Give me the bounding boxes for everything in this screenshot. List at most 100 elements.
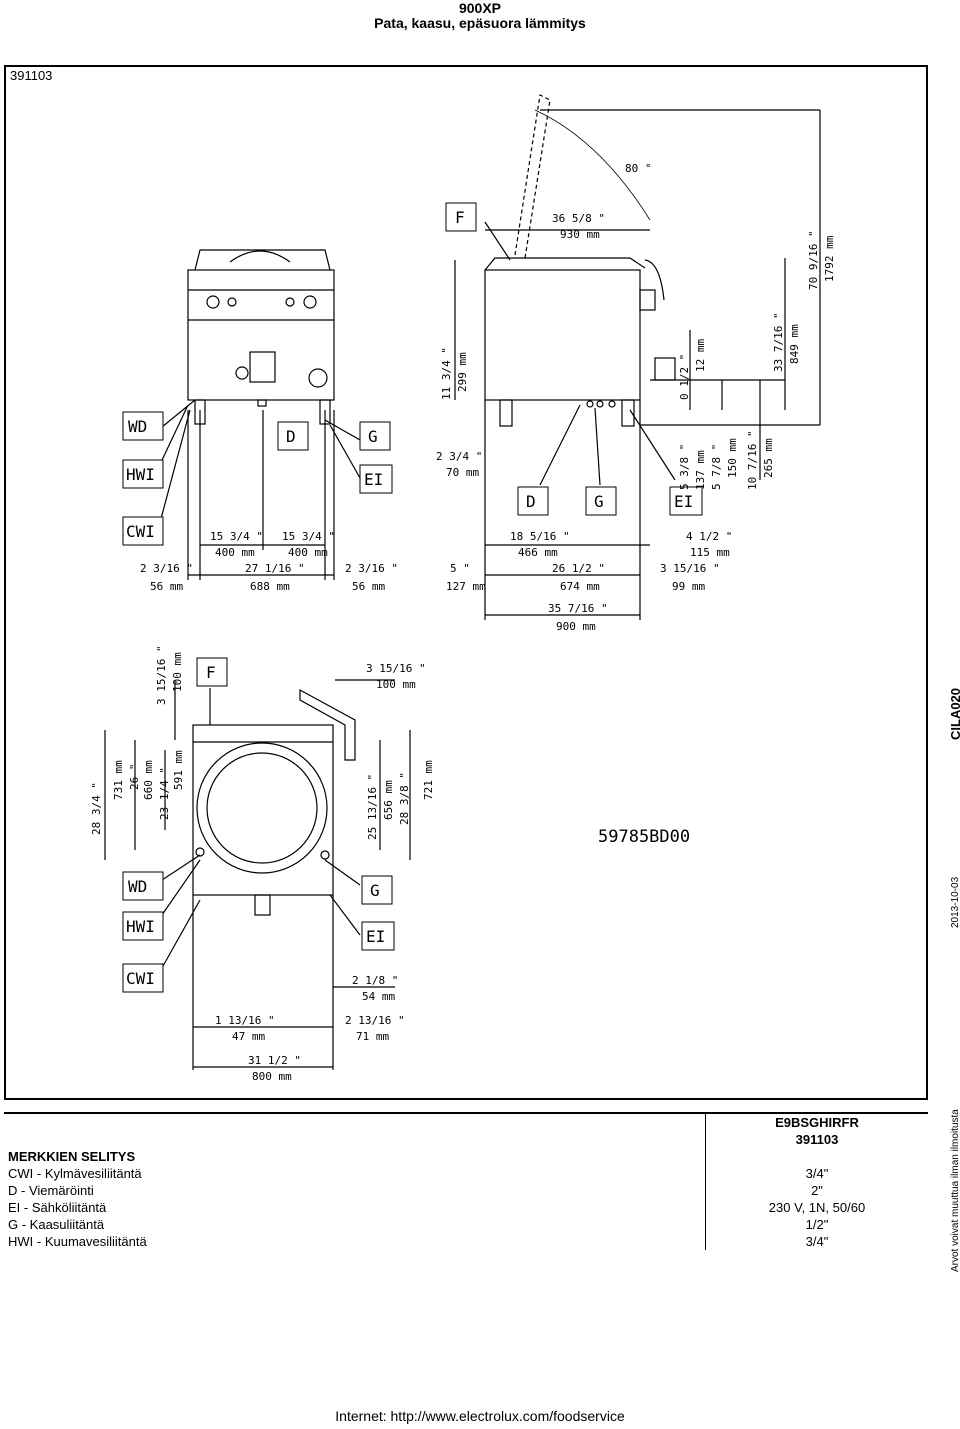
svg-text:56 mm: 56 mm [150,580,183,593]
label-ei-side: EI [674,492,693,511]
model-name: E9BSGHIRFR [705,1113,928,1131]
footer-url: Internet: http://www.electrolux.com/food… [335,1408,625,1424]
svg-text:4 1/2 ": 4 1/2 " [686,530,732,543]
svg-text:127 mm: 127 mm [446,580,486,593]
svg-text:150 mm: 150 mm [726,438,739,478]
svg-text:591 mm: 591 mm [172,750,185,790]
svg-text:18 5/16 ": 18 5/16 " [510,530,570,543]
label-hwi: HWI [126,465,155,484]
svg-text:2 3/16 ": 2 3/16 " [140,562,193,575]
svg-text:2 1/8 ": 2 1/8 " [352,974,398,987]
label-ei: EI [364,470,383,489]
label-hwi-top: HWI [126,917,155,936]
svg-text:2 3/16 ": 2 3/16 " [345,562,398,575]
label-d-side: D [526,492,536,511]
svg-text:80 °: 80 ° [625,162,652,175]
label-wd: WD [128,417,147,436]
svg-text:5 7/8 ": 5 7/8 " [710,444,723,490]
label-d: D [286,427,296,446]
side-body [484,269,641,401]
svg-text:400 mm: 400 mm [215,546,255,559]
svg-text:26 ": 26 " [128,764,141,791]
svg-text:100 mm: 100 mm [171,652,184,692]
svg-text:33 7/16 ": 33 7/16 " [772,312,785,372]
svg-text:660 mm: 660 mm [142,760,155,800]
label-cwi-top: CWI [126,969,155,988]
label-f-top: F [206,663,216,682]
svg-text:11 3/4 ": 11 3/4 " [440,347,453,400]
label-g-side: G [594,492,604,511]
label-cwi: CWI [126,522,155,541]
svg-text:2 3/4 ": 2 3/4 " [436,450,482,463]
svg-text:656 mm: 656 mm [382,780,395,820]
kettle-outer [196,742,328,874]
svg-text:400 mm: 400 mm [288,546,328,559]
svg-text:28 3/4 ": 28 3/4 " [90,782,103,835]
svg-text:27 1/16 ": 27 1/16 " [245,562,305,575]
svg-text:56 mm: 56 mm [352,580,385,593]
legend-table: E9BSGHIRFR 391103 MERKKIEN SELITYS CWI -… [4,1112,928,1250]
svg-text:137 mm: 137 mm [694,450,707,490]
svg-text:23 1/4 ": 23 1/4 " [158,767,171,820]
svg-text:25 13/16 ": 25 13/16 " [366,774,379,840]
svg-text:15 3/4 ": 15 3/4 " [210,530,263,543]
svg-text:35 7/16 ": 35 7/16 " [548,602,608,615]
svg-text:54 mm: 54 mm [362,990,395,1003]
svg-text:99 mm: 99 mm [672,580,705,593]
svg-text:31 1/2 ": 31 1/2 " [248,1054,301,1067]
svg-text:36 5/8 ": 36 5/8 " [552,212,605,225]
svg-text:26 1/2 ": 26 1/2 " [552,562,605,575]
svg-text:731 mm: 731 mm [112,760,125,800]
svg-text:5 3/8 ": 5 3/8 " [678,444,691,490]
svg-text:70 mm: 70 mm [446,466,479,479]
model-code: 391103 [705,1131,928,1148]
svg-text:1 13/16 ": 1 13/16 " [215,1014,275,1027]
svg-text:299 mm: 299 mm [456,352,469,392]
label-ei-top: EI [366,927,385,946]
svg-text:721 mm: 721 mm [422,760,435,800]
svg-text:3 15/16 ": 3 15/16 " [660,562,720,575]
change-note: Arvot voivat muuttua ilman ilmoitusta [950,1109,960,1272]
svg-text:71 mm: 71 mm [356,1030,389,1043]
svg-text:0 1/2 ": 0 1/2 " [678,354,691,400]
svg-text:5 ": 5 " [450,562,470,575]
svg-text:15 3/4 ": 15 3/4 " [282,530,335,543]
svg-text:47 mm: 47 mm [232,1030,265,1043]
front-labels: WD HWI CWI D G EI [122,411,393,546]
svg-text:28 3/8 ": 28 3/8 " [398,772,411,825]
label-g: G [368,427,378,446]
svg-text:674 mm: 674 mm [560,580,600,593]
drawing-date: 2013-10-03 [950,876,960,928]
svg-text:3 15/16 ": 3 15/16 " [366,662,426,675]
svg-text:800 mm: 800 mm [252,1070,292,1083]
svg-text:1792 mm: 1792 mm [823,235,836,282]
svg-text:115 mm: 115 mm [690,546,730,559]
page-subtitle: Pata, kaasu, epäsuora lämmitys [374,15,586,31]
svg-text:3 15/16 ": 3 15/16 " [155,645,168,705]
drawing-id: 59785BD00 [598,827,690,847]
drawing-code: CILA020 [948,687,960,740]
kettle-inner [206,752,318,864]
svg-text:466 mm: 466 mm [518,546,558,559]
label-f: F [455,208,465,227]
label-g-top: G [370,881,380,900]
svg-text:10 7/16 ": 10 7/16 " [746,430,759,490]
page-title: 900XP [458,0,502,16]
svg-text:930 mm: 930 mm [560,228,600,241]
svg-text:265 mm: 265 mm [762,438,775,478]
svg-text:849 mm: 849 mm [788,324,801,364]
product-code: 391103 [10,68,53,83]
svg-text:12 mm: 12 mm [694,339,707,372]
drawing-frame [4,65,928,1100]
legend-heading: MERKKIEN SELITYS [8,1149,136,1164]
svg-text:2 13/16 ": 2 13/16 " [345,1014,405,1027]
top-body [192,724,334,896]
label-wd-top: WD [128,877,147,896]
svg-text:70 9/16 ": 70 9/16 " [807,230,820,290]
svg-text:900 mm: 900 mm [556,620,596,633]
